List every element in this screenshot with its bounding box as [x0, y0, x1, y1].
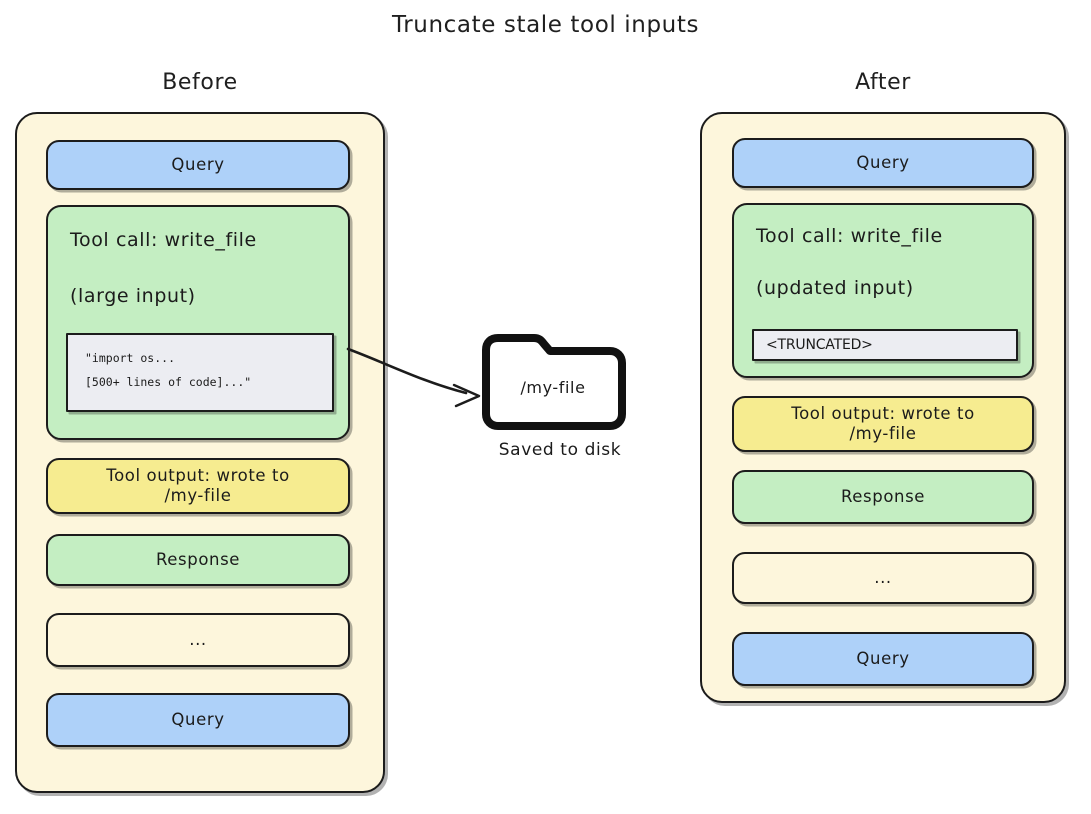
after-row-query-bottom[interactable]: Query — [732, 632, 1034, 686]
before-context-panel: Query Tool call: write_file (large input… — [15, 112, 385, 793]
before-tool-call-subtitle: (large input) — [70, 285, 196, 307]
before-row-tool-output[interactable]: Tool output: wrote to /my-file — [46, 458, 350, 514]
after-tool-call-block[interactable]: Tool call: write_file (updated input) <T… — [732, 203, 1034, 378]
before-row-response[interactable]: Response — [46, 534, 350, 586]
after-panel-heading: After — [855, 70, 911, 95]
after-truncated-input: <TRUNCATED> — [752, 329, 1018, 361]
storage-caption: Saved to disk — [498, 440, 622, 460]
code-line-1: "import os... — [85, 351, 176, 365]
after-tool-call-subtitle: (updated input) — [756, 277, 914, 299]
after-row-response[interactable]: Response — [732, 470, 1034, 524]
before-tool-call-title: Tool call: write_file — [70, 229, 257, 251]
code-line-2: [500+ lines of code]..." — [85, 375, 252, 390]
after-row-query-top[interactable]: Query — [732, 138, 1034, 188]
after-row-tool-output[interactable]: Tool output: wrote to /my-file — [732, 396, 1034, 452]
after-row-ellipsis[interactable]: ... — [732, 552, 1034, 604]
after-context-panel: Query Tool call: write_file (updated inp… — [700, 112, 1066, 703]
before-row-ellipsis[interactable]: ... — [46, 613, 350, 667]
flow-arrow — [346, 347, 481, 408]
before-row-query-bottom[interactable]: Query — [46, 693, 350, 747]
before-tool-input-code: "import os... [500+ lines of code]..." — [66, 333, 334, 412]
before-tool-call-block[interactable]: Tool call: write_file (large input) "imp… — [46, 205, 350, 440]
folder-icon — [482, 334, 626, 430]
before-panel-heading: Before — [162, 70, 238, 95]
page-title: Truncate stale tool inputs — [391, 12, 700, 38]
before-row-query-top[interactable]: Query — [46, 140, 350, 190]
after-tool-call-title: Tool call: write_file — [756, 225, 943, 247]
